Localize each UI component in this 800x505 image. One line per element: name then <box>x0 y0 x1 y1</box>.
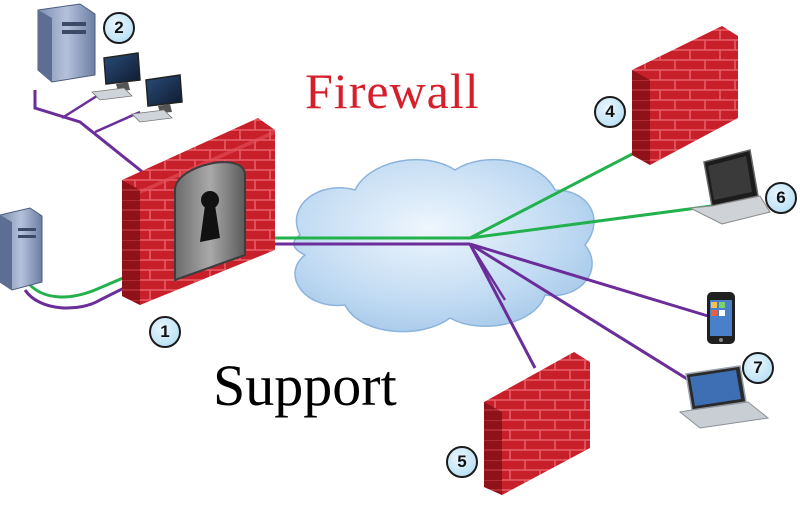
link-hub-to-laptop-6 <box>469 204 713 240</box>
laptop-icon <box>678 365 770 429</box>
support-title: Support <box>213 353 397 418</box>
internet-cloud-icon <box>293 158 595 333</box>
node-badge-6: 6 <box>765 182 797 214</box>
desktop-monitor-icon <box>131 74 183 123</box>
desktop-monitor-icon <box>91 52 141 101</box>
link-server-left-purple <box>23 283 131 310</box>
network-links <box>23 90 713 384</box>
firewall-brick-wall-icon <box>484 352 590 495</box>
node-badge-2: 2 <box>103 12 135 44</box>
link-hub-to-firewall-4 <box>469 148 641 240</box>
link-lan-to-firewall-1 <box>33 90 151 180</box>
node-badge-5: 5 <box>446 446 478 478</box>
keyboard-icon <box>131 109 173 123</box>
link-lan-desktop-a <box>61 92 101 120</box>
link-server-left-green <box>28 273 131 299</box>
server-tower-icon <box>0 207 43 291</box>
laptop-icon <box>688 149 771 225</box>
firewall-brick-wall-icon <box>122 118 275 305</box>
link-hub-extra <box>468 243 507 301</box>
link-hub-to-smartphone <box>469 242 709 318</box>
node-badge-7: 7 <box>742 352 774 384</box>
keyboard-icon <box>91 87 133 101</box>
firewall-brick-wall-icon <box>632 26 738 165</box>
keyhole-gate-icon <box>174 161 246 282</box>
smartphone-icon <box>707 292 735 344</box>
link-lan-desktop-b <box>94 110 141 134</box>
firewall-title: Firewall <box>305 63 480 119</box>
server-tower-icon <box>37 3 96 83</box>
link-hub-to-firewall-5 <box>468 243 537 369</box>
node-badge-1: 1 <box>149 316 181 348</box>
node-badge-4: 4 <box>594 96 626 128</box>
link-hub-to-laptop-7 <box>469 242 693 384</box>
